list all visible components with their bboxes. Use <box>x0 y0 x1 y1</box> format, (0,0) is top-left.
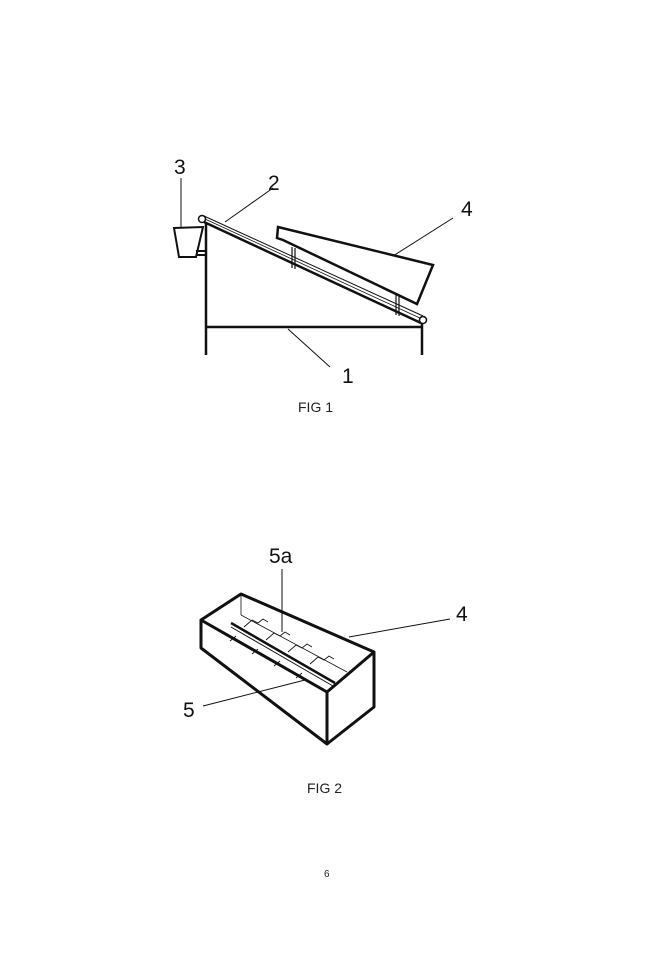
inclined-rail <box>197 214 428 325</box>
leader-lines-fig2 <box>202 569 451 707</box>
box-inner-edges <box>240 594 348 673</box>
label-4: 4 <box>461 198 473 221</box>
fig1-drawing <box>172 178 454 368</box>
page-number: 6 <box>324 869 330 880</box>
fig2-caption: FIG 2 <box>307 780 342 796</box>
rail-supports <box>291 247 400 316</box>
label-4-fig2: 4 <box>456 603 468 626</box>
tilted-box <box>275 225 435 306</box>
label-5a: 5a <box>269 545 293 568</box>
box-outline <box>199 592 376 746</box>
leader-lines <box>180 178 454 368</box>
label-5: 5 <box>183 699 195 722</box>
fig1-caption: FIG 1 <box>298 399 333 415</box>
frame <box>204 223 424 355</box>
label-1: 1 <box>342 365 354 388</box>
fig2-drawing <box>199 569 451 746</box>
rail-5 <box>230 621 336 687</box>
label-2: 2 <box>268 172 280 195</box>
connectors-5a <box>229 618 335 679</box>
label-3: 3 <box>174 156 186 179</box>
hopper <box>172 225 206 258</box>
